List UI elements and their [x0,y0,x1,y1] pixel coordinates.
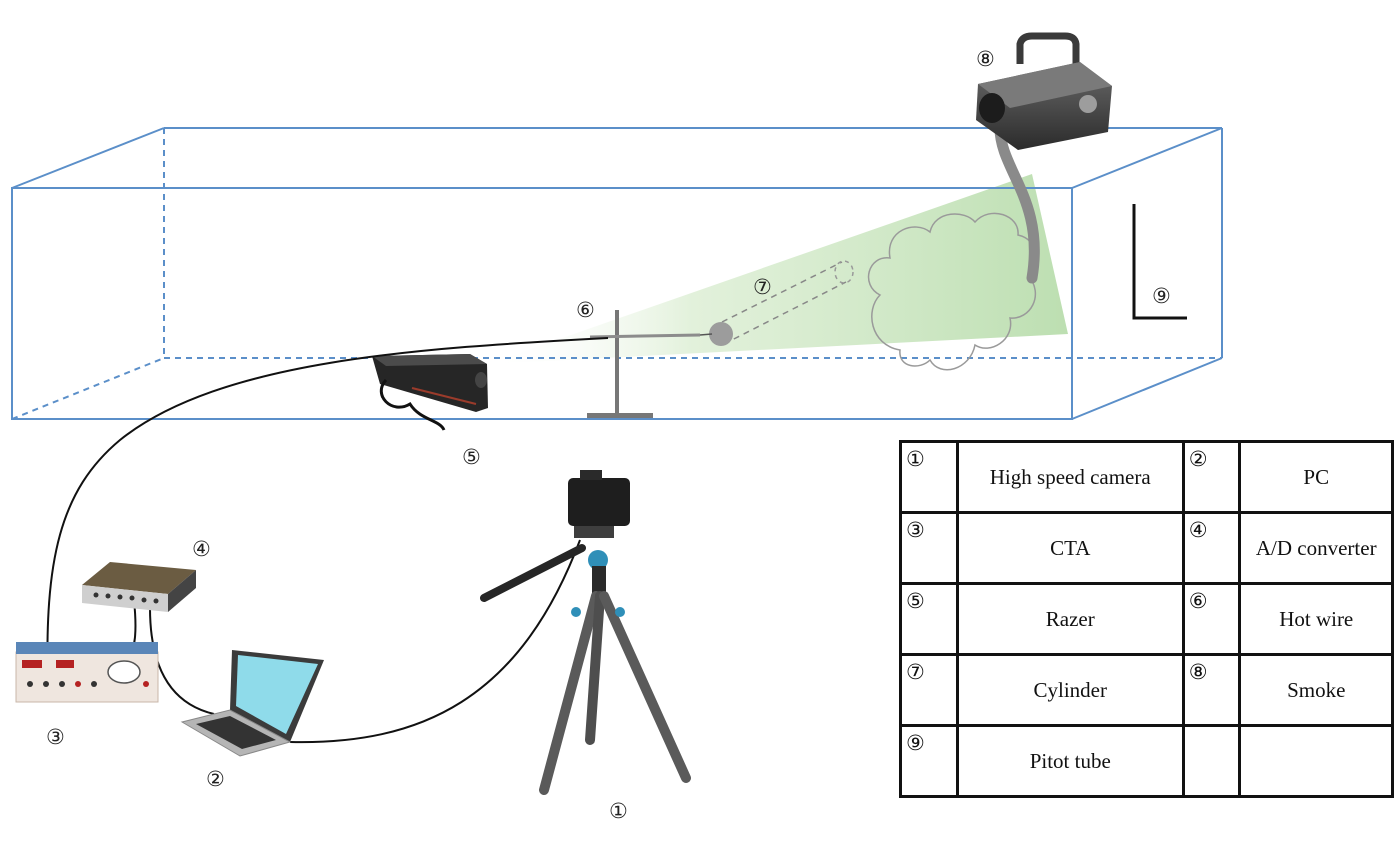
legend-label: Cylinder [955,653,1185,727]
legend-label: Hot wire [1238,582,1394,656]
legend-label: High speed camera [955,440,1185,514]
legend-row: ⑨ Pitot tube [899,724,1394,798]
legend-label [1238,724,1394,798]
legend-label: PC [1238,440,1394,514]
legend-row: ① High speed camera ② PC [899,440,1394,514]
pitot-tube [1132,204,1187,320]
smoke-cloud [867,212,1037,371]
cta-unit-icon [15,642,159,703]
ad-converter-icon [82,562,196,612]
laptop-icon [180,650,324,757]
callout-8: ⑧ [976,47,995,71]
legend-row: ⑤ Razer ⑥ Hot wire [899,582,1394,656]
legend-label: Razer [955,582,1185,656]
callout-7: ⑦ [753,275,772,299]
legend-number: ⑥ [1181,582,1242,656]
callout-3: ③ [46,725,65,749]
callout-1: ① [609,799,628,823]
legend-row: ③ CTA ④ A/D converter [899,511,1394,585]
legend-label: A/D converter [1238,511,1394,585]
legend-number: ① [899,440,959,514]
tripod-camera-icon [480,470,691,795]
legend-row: ⑦ Cylinder ⑧ Smoke [899,653,1394,727]
laser-sheet [488,174,1068,364]
callout-9: ⑨ [1152,284,1171,308]
smoke-machine-icon [976,32,1112,284]
laser-source-icon [372,354,488,431]
legend-label: Pitot tube [955,724,1185,798]
callout-5: ⑤ [462,445,481,469]
legend-number: ⑧ [1181,653,1242,727]
legend-number: ② [1181,440,1242,514]
legend-number: ④ [1181,511,1242,585]
legend-number: ⑤ [899,582,959,656]
legend-number [1181,724,1242,798]
hot-wire-probe [587,310,713,418]
callout-4: ④ [192,537,211,561]
legend-label: CTA [955,511,1185,585]
legend-number: ⑨ [899,724,959,798]
legend-number: ⑦ [899,653,959,727]
cylinder [709,260,854,346]
callout-2: ② [206,767,225,791]
legend-label: Smoke [1238,653,1394,727]
legend-number: ③ [899,511,959,585]
legend-table: ① High speed camera ② PC ③ CTA ④ A/D con… [899,440,1394,798]
callout-6: ⑥ [576,298,595,322]
